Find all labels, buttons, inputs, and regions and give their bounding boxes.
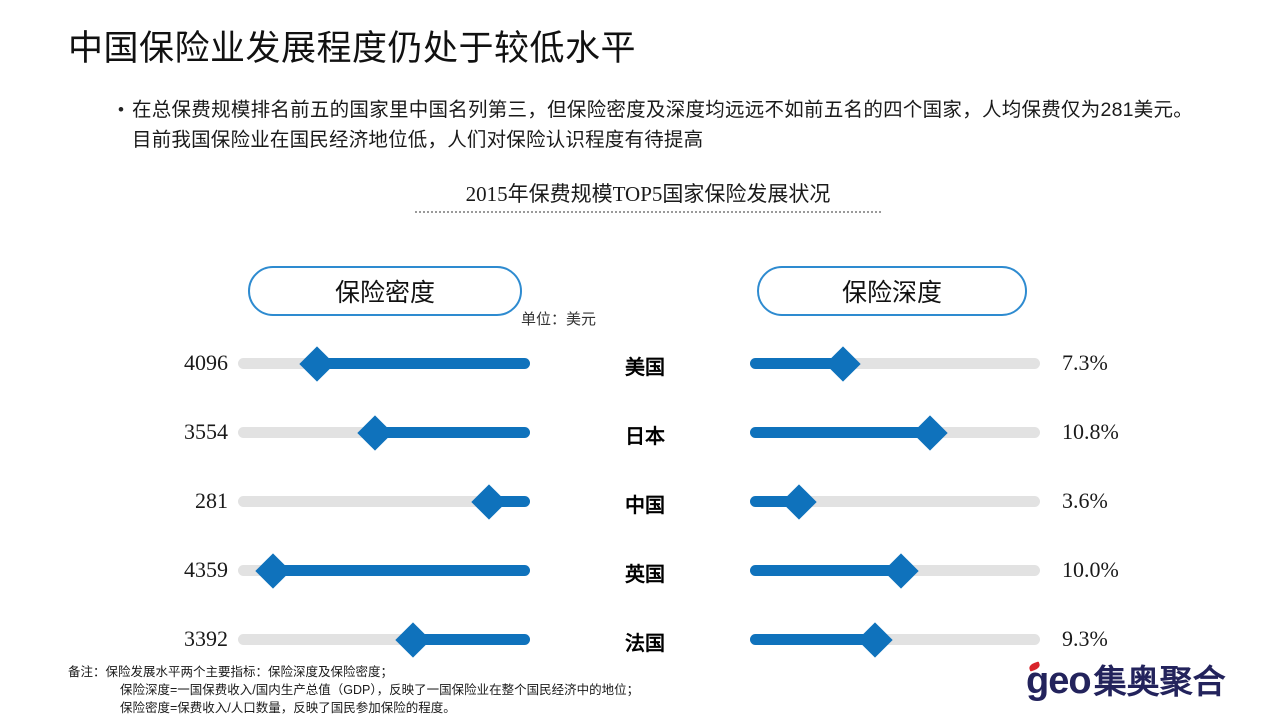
metric-pill-insurance-depth[interactable]: 保险深度 (757, 266, 1027, 316)
depth-slider-handle[interactable] (883, 552, 919, 589)
metric-pill-left-label: 保险密度 (334, 279, 435, 307)
depth-value: 9.3% (1062, 626, 1108, 651)
depth-slider-fill (750, 496, 800, 507)
table-row: 3392 法国 9.3% (0, 610, 1280, 679)
density-value: 3554 (184, 419, 228, 444)
chart-heading-divider (415, 211, 881, 213)
density-slider-track[interactable] (238, 496, 530, 507)
density-slider-fill (413, 634, 530, 645)
bullet-paragraph: • 在总保费规模排名前五的国家里中国名列第三，但保险密度及深度均远远不如前五名的… (118, 95, 1193, 155)
density-value: 4096 (184, 350, 228, 375)
depth-slider-handle[interactable] (912, 414, 948, 451)
depth-slider-handle[interactable] (781, 483, 817, 520)
depth-slider-handle[interactable] (825, 345, 861, 382)
depth-slider-track[interactable] (750, 634, 1040, 645)
density-value: 3392 (184, 626, 228, 651)
chart-heading: 2015年保费规模TOP5国家保险发展状况 (465, 182, 831, 206)
depth-value: 7.3% (1062, 350, 1108, 375)
density-slider-handle[interactable] (395, 621, 431, 658)
depth-slider-fill (750, 358, 843, 369)
depth-slider-track[interactable] (750, 496, 1040, 507)
depth-slider-fill (750, 634, 875, 645)
country-label: 日本 (625, 426, 665, 448)
depth-slider-fill (750, 427, 930, 438)
depth-value: 3.6% (1062, 488, 1108, 513)
logo-geo-mark: geo (1026, 660, 1092, 702)
density-slider-fill (316, 358, 530, 369)
density-slider-track[interactable] (238, 634, 530, 645)
footnote: 备注：保险发展水平两个主要指标：保险深度及保险密度； 保险深度=一国保费收入/国… (68, 663, 639, 717)
density-value: 4359 (184, 557, 228, 582)
unit-label: 单位：美元 (521, 311, 597, 328)
depth-slider-track[interactable] (750, 427, 1040, 438)
density-slider-fill (489, 496, 530, 507)
bullet-marker-icon: • (118, 100, 124, 119)
depth-slider-track[interactable] (750, 358, 1040, 369)
metric-pill-right-label: 保险深度 (841, 279, 942, 307)
logo-wordmark: 集奥聚合 (1093, 663, 1226, 700)
country-label: 中国 (625, 495, 665, 517)
depth-slider-handle[interactable] (857, 621, 893, 658)
chart-area: 4096 美国 7.3% 3554 日本 10.8% 281 中国 3.6% 4… (0, 334, 1280, 679)
density-slider-track[interactable] (238, 565, 530, 576)
table-row: 4096 美国 7.3% (0, 334, 1280, 403)
density-slider-handle[interactable] (299, 345, 335, 382)
depth-slider-fill (750, 565, 901, 576)
footnote-line-3: 保险密度=保费收入/人口数量，反映了国民参加保险的程度。 (120, 701, 456, 715)
metric-pill-insurance-density[interactable]: 保险密度 (248, 266, 522, 316)
country-label: 法国 (625, 633, 665, 655)
density-slider-fill (375, 427, 530, 438)
table-row: 3554 日本 10.8% (0, 403, 1280, 472)
depth-value: 10.8% (1062, 419, 1119, 444)
density-slider-fill (273, 565, 530, 576)
density-value: 281 (195, 488, 228, 513)
country-label: 英国 (625, 564, 665, 586)
density-slider-handle[interactable] (357, 414, 393, 451)
bullet-text: 在总保费规模排名前五的国家里中国名列第三，但保险密度及深度均远远不如前五名的四个… (132, 99, 1193, 151)
table-row: 4359 英国 10.0% (0, 541, 1280, 610)
density-slider-handle[interactable] (255, 552, 291, 589)
table-row: 281 中国 3.6% (0, 472, 1280, 541)
country-label: 美国 (625, 357, 665, 379)
footnote-line-2: 保险深度=一国保费收入/国内生产总值（GDP），反映了一国保险业在整个国民经济中… (120, 683, 640, 697)
density-slider-handle[interactable] (471, 483, 507, 520)
density-slider-track[interactable] (238, 358, 530, 369)
page-title: 中国保险业发展程度仍处于较低水平 (68, 29, 637, 68)
company-logo: geo 集奥聚合 (1026, 662, 1226, 701)
depth-value: 10.0% (1062, 557, 1119, 582)
footnote-line-1: 备注：保险发展水平两个主要指标：保险深度及保险密度； (68, 665, 394, 679)
